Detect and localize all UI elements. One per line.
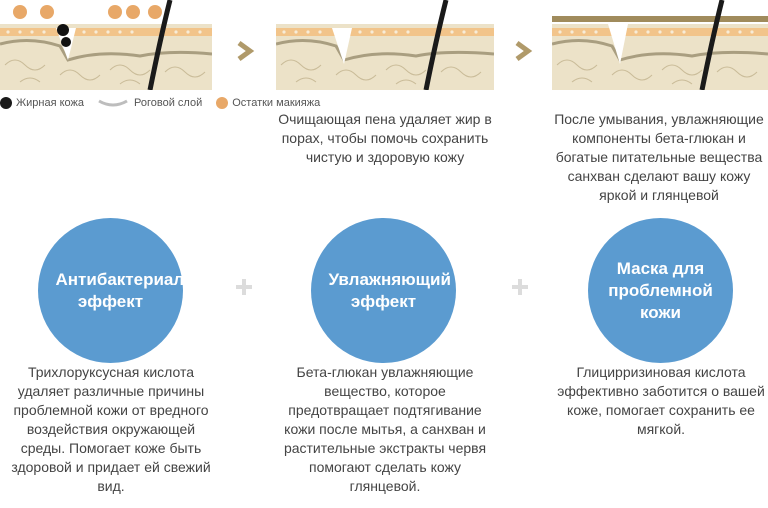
effect-title: Увлажняющий эффект (328, 269, 451, 311)
effect-title: Антибактериальный эффект (55, 269, 230, 311)
orange-dot-icon (216, 97, 229, 109)
plus-icon (236, 279, 252, 295)
legend-label: Жирная кожа (16, 97, 85, 109)
gray-arc-icon (98, 99, 128, 107)
effect-title: Маска для проблемной кожи (608, 258, 713, 322)
arrow-right-icon (515, 40, 533, 62)
legend-item-makeup: Остатки макияжа (216, 97, 320, 109)
effect-circle-moisturizing: Увлажняющий эффект (311, 218, 456, 363)
legend-item-horny-layer: Роговой слой (98, 97, 202, 109)
legend: Жирная кожа Роговой слой Остатки макияжа (0, 95, 334, 111)
black-dot-icon (0, 97, 12, 109)
legend-label: Роговой слой (134, 97, 203, 109)
legend-item-oily: Жирная кожа (0, 97, 84, 109)
arrow-right-icon (237, 40, 255, 62)
plus-icon (512, 279, 528, 295)
effect-circle-problem-skin-mask: Маска для проблемной кожи (588, 218, 733, 363)
legend-label: Остатки макияжа (232, 97, 321, 109)
skin-panel-3 (552, 0, 768, 90)
effect-circle-antibacterial: Антибактериальный эффект (38, 218, 230, 363)
effect-description-problem-skin-mask: Глицирризиновая кислота эффективно забот… (557, 364, 765, 437)
step-2-description: Очищающая пена удаляет жир в порах, чтоб… (278, 111, 492, 165)
skin-panel-2 (276, 0, 494, 90)
skin-panel-1 (0, 0, 212, 90)
effect-description-moisturizing: Бета-глюкан увлажняющие вещество, которо… (283, 364, 487, 494)
step-3-description: После умывания, увлажняющие компоненты б… (554, 111, 764, 203)
effect-description-antibacterial: Трихлоруксусная кислота удаляет различны… (11, 364, 211, 494)
